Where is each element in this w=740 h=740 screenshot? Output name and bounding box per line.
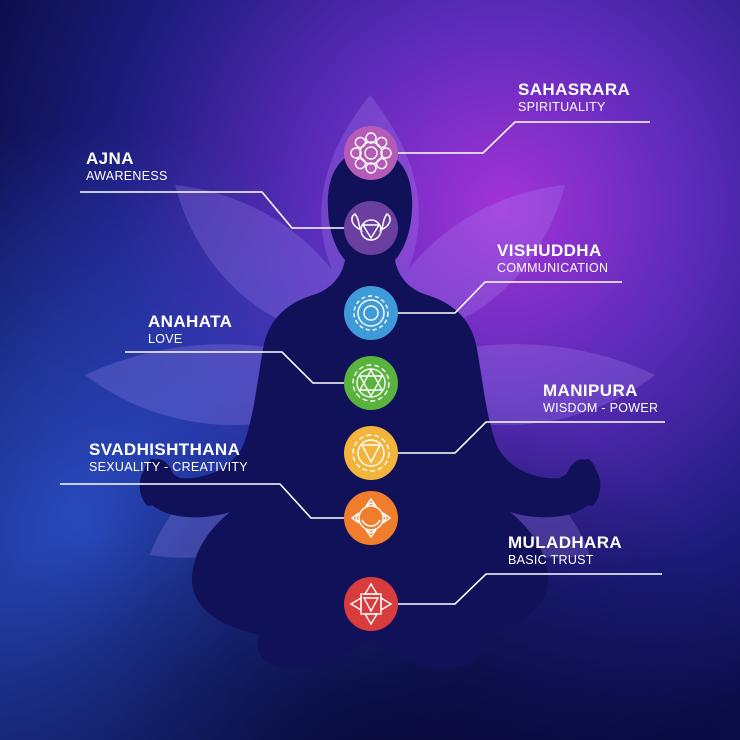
anahata-meaning: LOVE [148,332,183,346]
chakra-ajna [344,201,398,255]
label-sahasrara: SAHASRARA SPIRITUALITY [518,80,630,115]
muladhara-meaning: BASIC TRUST [508,553,594,567]
connector-line-anahata [125,351,345,384]
ajna-name: AJNA [86,149,134,168]
label-ajna: AJNA AWARENESS [86,149,168,184]
silhouette-left-hand [139,459,175,506]
svadhishthana-symbol-icon [350,497,392,539]
chakra-circle-vishuddha [344,286,398,340]
muladhara-symbol-icon [349,582,393,626]
chakra-muladhara [344,577,398,631]
connector-line-vishuddha [398,281,622,314]
chakra-circle-anahata [344,356,398,410]
vishuddha-meaning: COMMUNICATION [497,261,609,275]
connector-line-manipura [398,421,665,454]
anahata-name: ANAHATA [148,312,233,331]
connector-line-muladhara [398,573,662,605]
manipura-name: MANIPURA [543,381,638,400]
sahasrara-meaning: SPIRITUALITY [518,100,606,114]
vishuddha-symbol-icon [353,295,389,331]
chakra-anahata [344,356,398,410]
label-anahata: ANAHATA LOVE [148,312,232,347]
anahata-symbol-icon [352,364,390,402]
connector-line-sahasrara [398,121,650,154]
ajna-meaning: AWARENESS [86,169,168,183]
svadhishthana-name: SVADHISHTHANA [89,440,241,459]
chakra-circle-manipura [344,426,398,480]
svadhishthana-meaning: SEXUALITY - CREATIVITY [89,460,248,474]
label-svadhishthana: SVADHISHTHANA SEXUALITY - CREATIVITY [89,440,248,475]
label-manipura: MANIPURA WISDOM - POWER [543,381,658,416]
sahasrara-symbol-icon [350,132,392,174]
chakra-circle-ajna [344,201,398,255]
vishuddha-name: VISHUDDHA [497,241,602,260]
connector-line-ajna [80,191,345,229]
chakra-circle-muladhara [344,577,398,631]
chakra-vishuddha [344,286,398,340]
label-vishuddha: VISHUDDHA COMMUNICATION [497,241,608,276]
silhouette-right-hand [565,459,601,506]
label-muladhara: MULADHARA BASIC TRUST [508,533,622,568]
chakra-circle-sahasrara [344,126,398,180]
muladhara-name: MULADHARA [508,533,623,552]
connector-line-svadhishthana [60,483,345,519]
ajna-symbol-icon [351,213,391,241]
manipura-meaning: WISDOM - POWER [543,401,659,415]
sahasrara-name: SAHASRARA [518,80,631,99]
chakra-sahasrara [344,126,398,180]
connector-lines [60,121,665,605]
manipura-symbol-icon [352,434,390,472]
chakra-svadhishthana [344,491,398,545]
chakra-manipura [344,426,398,480]
chakra-circle-svadhishthana [344,491,398,545]
